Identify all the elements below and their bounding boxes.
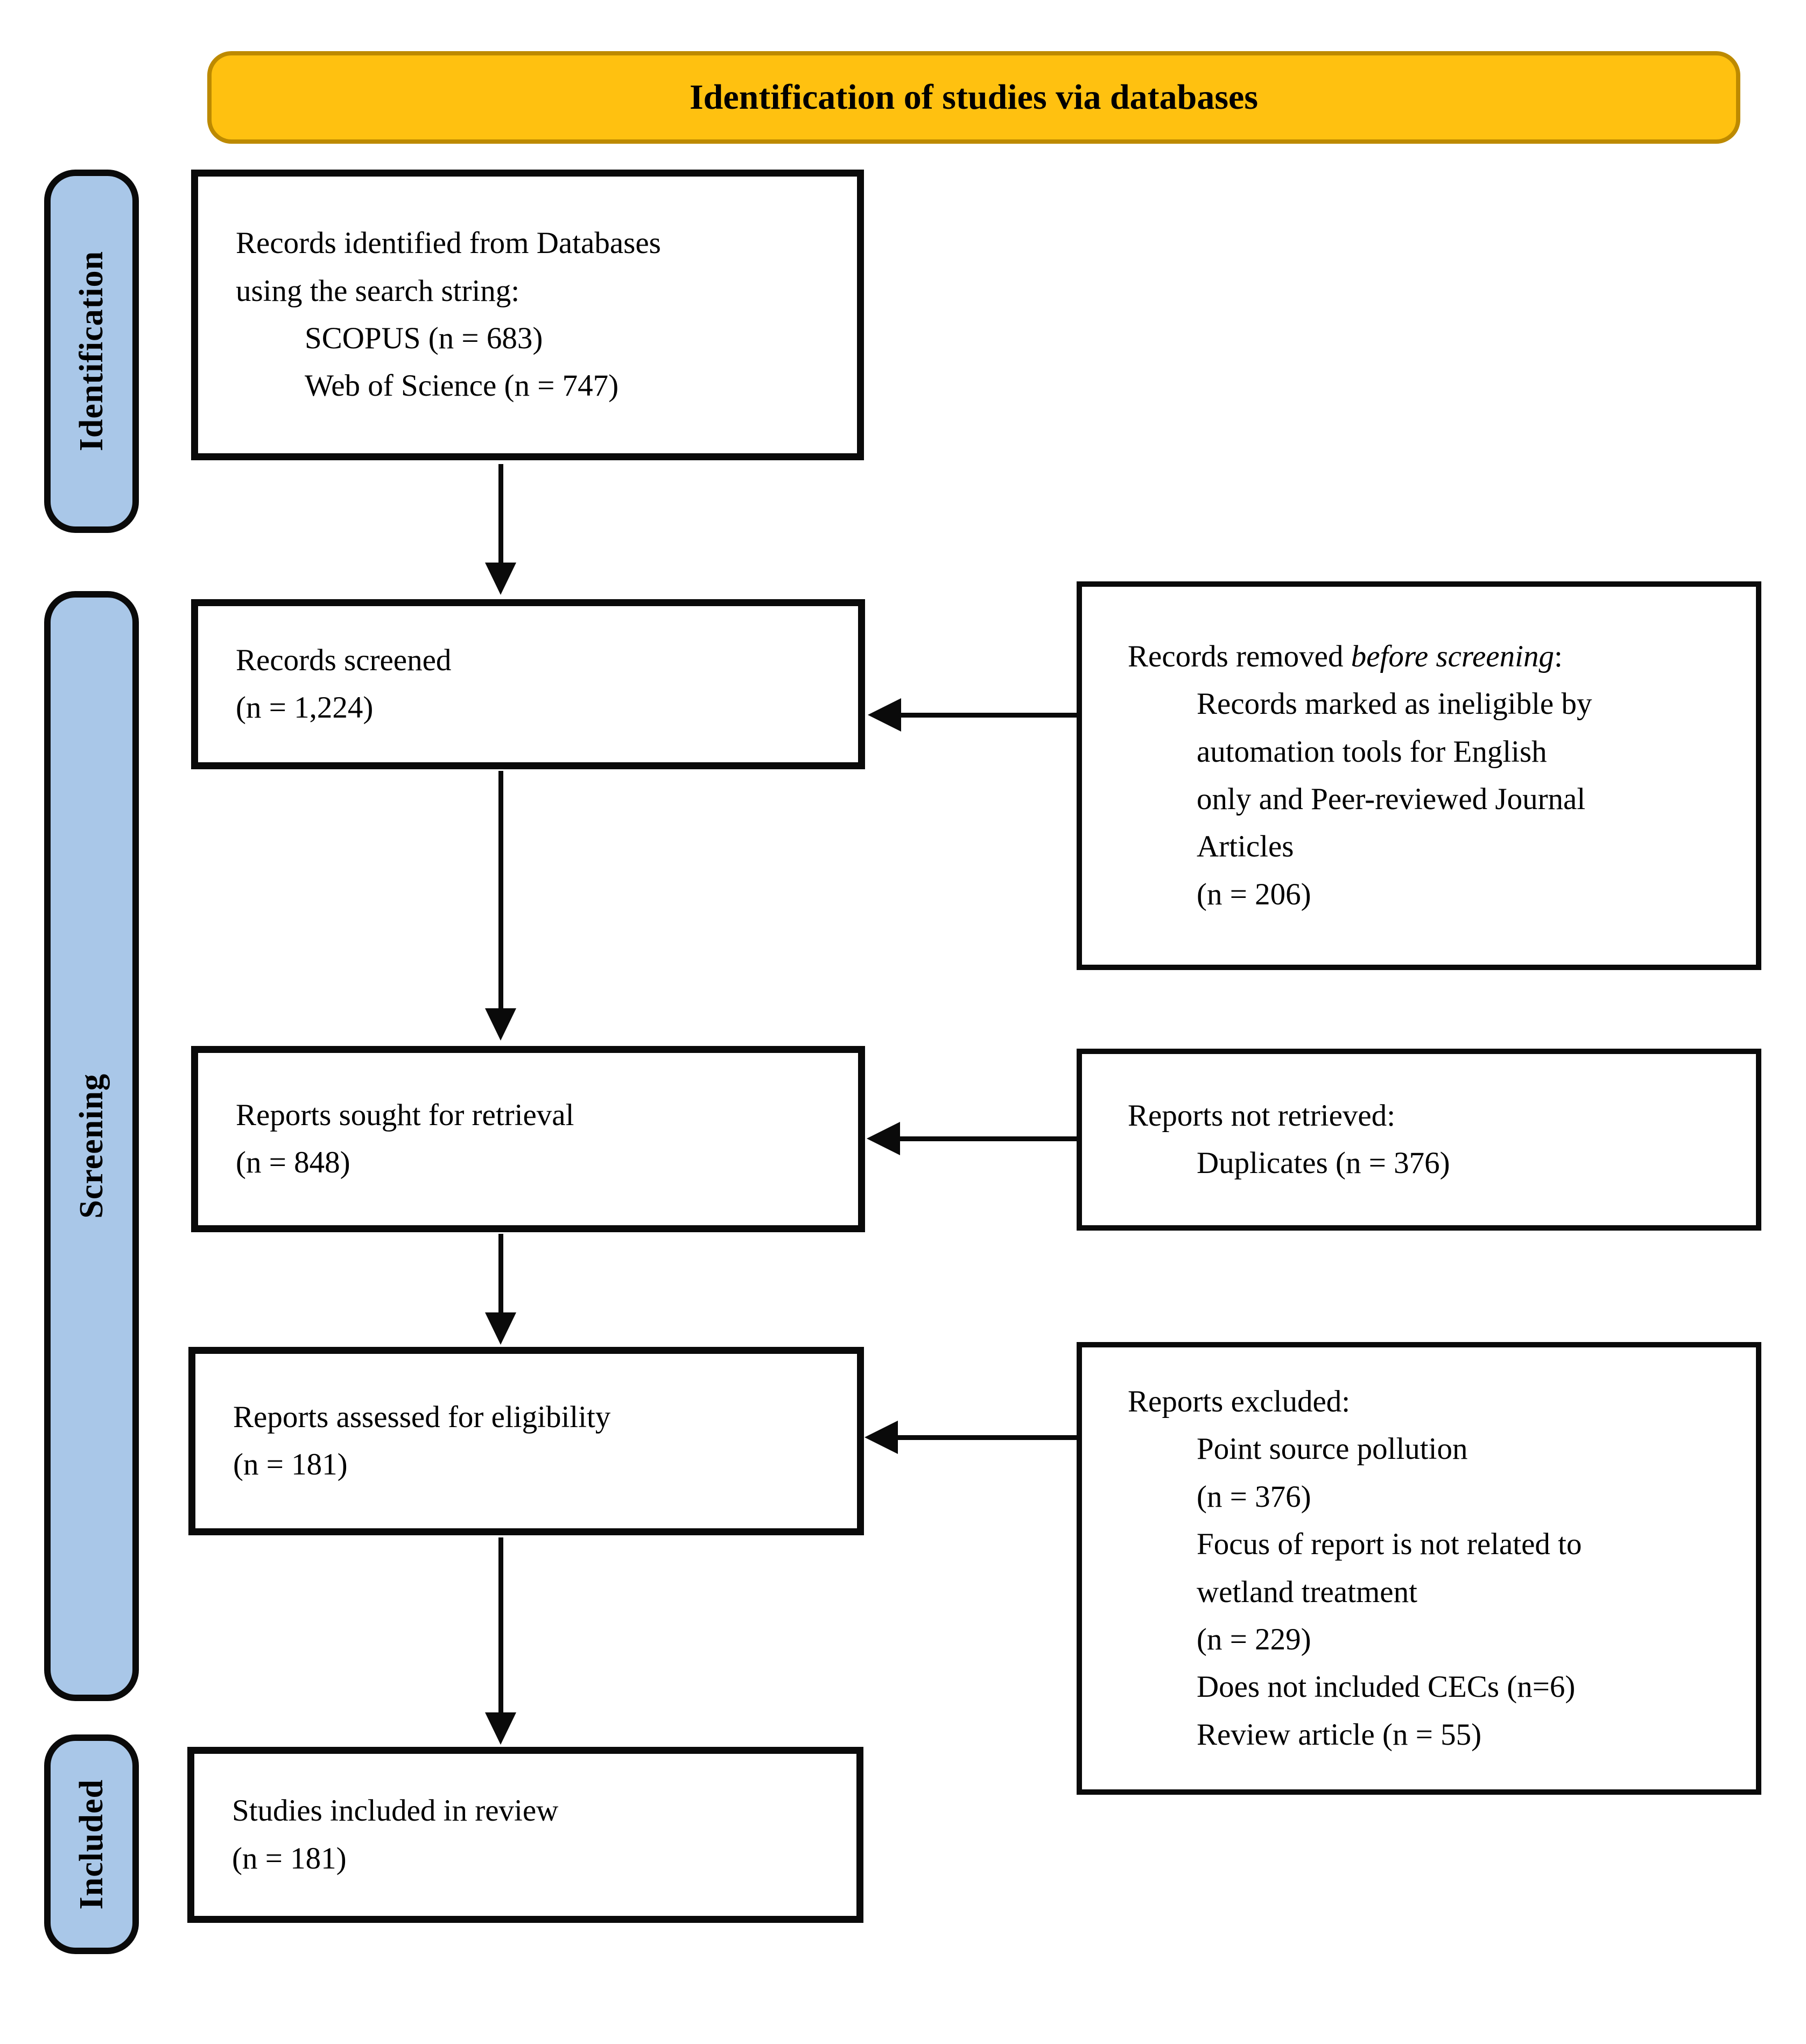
text-line: (n = 181) — [232, 1841, 347, 1876]
box-reports-sought-for-retrieval: Reports sought for retrieval (n = 848) — [191, 1046, 865, 1232]
box-records-removed-before-screening: Records removed before screening: Records… — [1077, 581, 1761, 970]
arrow-left-not-retrieved-head-icon — [867, 1122, 900, 1155]
arrow-left-records-removed-head-icon — [868, 698, 901, 732]
box-studies-included-in-review: Studies included in review (n = 181) — [187, 1747, 863, 1923]
text-line: Records identified from Databases — [236, 226, 661, 261]
text-line: Review article (n = 55) — [1197, 1717, 1482, 1752]
text-line: Duplicates (n = 376) — [1197, 1146, 1450, 1180]
text-line: (n = 229) — [1197, 1622, 1311, 1656]
stage-label-identification: Identification — [44, 170, 139, 533]
stage-label-screening: Screening — [44, 591, 139, 1701]
text-line: Focus of report is not related to — [1197, 1527, 1582, 1562]
arrow-down-2-line — [498, 771, 503, 1009]
arrow-down-4-head-icon — [485, 1712, 516, 1745]
arrow-left-excluded-line — [897, 1435, 1077, 1440]
text-line: Articles — [1197, 830, 1294, 864]
stage-label-text: Included — [73, 1779, 110, 1910]
box-records-screened: Records screened (n = 1,224) — [191, 599, 865, 769]
text-line: automation tools for English — [1197, 734, 1547, 769]
stage-label-text: Identification — [73, 251, 110, 452]
arrow-left-not-retrieved-line — [899, 1136, 1077, 1141]
banner-identification-of-studies: Identification of studies via databases — [207, 51, 1740, 144]
box-reports-excluded: Reports excluded: Point source pollution (… — [1077, 1342, 1761, 1795]
arrow-down-1-line — [498, 464, 503, 564]
box-records-identified: Records identified from Databases using t… — [191, 170, 864, 460]
stage-label-text: Screening — [73, 1073, 110, 1219]
text-line: (n = 206) — [1197, 877, 1311, 911]
text-line: Point source pollution — [1197, 1432, 1468, 1466]
text-line: (n = 376) — [1197, 1479, 1311, 1514]
arrow-down-4-line — [498, 1537, 503, 1713]
text-line: (n = 1,224) — [236, 691, 374, 725]
text-line: Records removed before screening: — [1128, 639, 1563, 673]
arrow-left-records-removed-line — [900, 713, 1077, 718]
text-line: Reports not retrieved: — [1128, 1098, 1396, 1133]
box-reports-not-retrieved: Reports not retrieved: Duplicates (n = 37… — [1077, 1049, 1761, 1231]
stage-label-included: Included — [44, 1734, 139, 1954]
text-line: wetland treatment — [1197, 1575, 1417, 1609]
text-line: only and Peer-reviewed Journal — [1197, 782, 1586, 816]
arrow-down-2-head-icon — [485, 1008, 516, 1041]
text-line: Reports sought for retrieval — [236, 1098, 574, 1132]
text-line: Records screened — [236, 643, 452, 677]
text-line: Studies included in review — [232, 1794, 559, 1828]
text-line: Reports excluded: — [1128, 1385, 1351, 1419]
text-line: SCOPUS (n = 683) — [305, 321, 543, 355]
text-line: Web of Science (n = 747) — [305, 369, 619, 403]
banner-title: Identification of studies via databases — [689, 78, 1259, 117]
text-line: (n = 848) — [236, 1146, 350, 1179]
text-line: (n = 181) — [233, 1448, 348, 1481]
text-line: Reports assessed for eligibility — [233, 1400, 611, 1434]
text-line: Records marked as ineligible by — [1197, 687, 1592, 721]
text-line: using the search string: — [236, 273, 520, 308]
arrow-down-3-head-icon — [485, 1312, 516, 1345]
arrow-down-1-head-icon — [485, 563, 516, 595]
text-line: Does not included CECs (n=6) — [1197, 1670, 1576, 1704]
arrow-left-excluded-head-icon — [865, 1421, 898, 1454]
box-reports-assessed-for-eligibility: Reports assessed for eligibility (n = 181… — [188, 1347, 864, 1535]
arrow-down-3-line — [498, 1234, 503, 1314]
